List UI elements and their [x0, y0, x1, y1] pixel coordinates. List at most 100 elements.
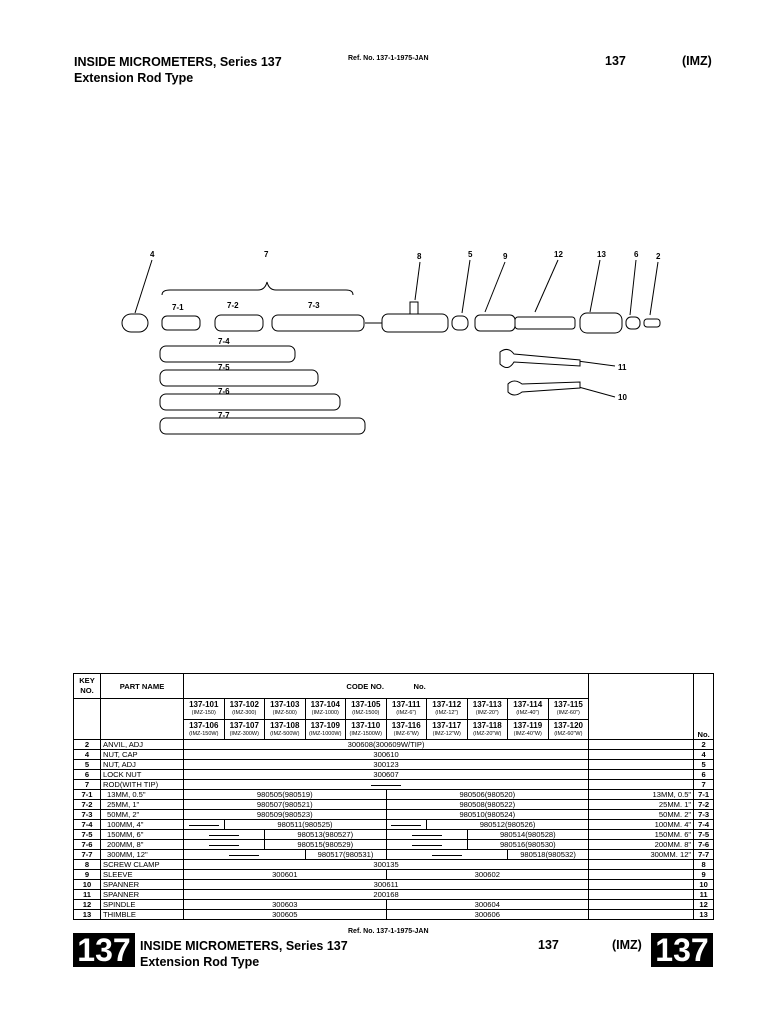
code-cell: 137-108(IMZ-500W) — [264, 718, 306, 740]
part-name-header: PART NAME — [100, 673, 184, 699]
label-5: 5 — [468, 250, 473, 259]
code-cell: 137-102(IMZ-300) — [223, 698, 265, 720]
code-no-label: CODE NO. — [346, 681, 384, 691]
footer-series-number: 137 — [538, 938, 559, 952]
rod-7-2-part — [214, 314, 264, 332]
parts-table: KEY NO. PART NAME CODE NO. No. No. 137-1… — [73, 673, 715, 920]
label-6: 6 — [634, 250, 639, 259]
code-cell: 137-109(IMZ-1000W) — [304, 718, 346, 740]
rod-7-5-part — [159, 369, 319, 387]
code-cell: 137-101(IMZ-150) — [183, 698, 225, 720]
code-cell: 137-110(IMZ-1500W) — [345, 718, 387, 740]
lock-nut-part — [625, 316, 641, 330]
code-row-1: 137-101(IMZ-150) 137-102(IMZ-300) 137-10… — [73, 698, 714, 740]
screw-clamp-part — [409, 301, 419, 315]
footer-title: INSIDE MICROMETERS, Series 137 — [140, 939, 348, 953]
label-11: 11 — [618, 363, 627, 372]
code-cell: 137-119(IMZ-40"W) — [507, 718, 549, 740]
label-7-3: 7-3 — [308, 301, 320, 310]
reference-number: Ref. No. 137-1-1975-JAN — [348, 55, 429, 62]
code-cell: 137-116(IMZ-6"W) — [385, 718, 427, 740]
label-7-2: 7-2 — [227, 301, 239, 310]
label-4: 4 — [150, 250, 155, 259]
spanner-10-part — [507, 380, 581, 396]
code-cell: 137-107(IMZ-300W) — [223, 718, 265, 740]
code-cell: 137-118(IMZ-20"W) — [466, 718, 508, 740]
page-subtitle: Extension Rod Type — [74, 71, 194, 85]
label-8: 8 — [417, 252, 422, 261]
footer-reference-number: Ref. No. 137-1-1975-JAN — [348, 928, 429, 935]
code-cell: 137-111(IMZ-6") — [385, 698, 427, 720]
code-cell: 137-113(IMZ-20") — [466, 698, 508, 720]
label-7-5: 7-5 — [218, 363, 230, 372]
spindle-part — [514, 316, 576, 330]
code-cell: 137-115(IMZ-60") — [547, 698, 590, 720]
label-7-6: 7-6 — [218, 387, 230, 396]
code-cell: 137-120(IMZ-60"W) — [547, 718, 590, 740]
spanner-11-part — [499, 348, 581, 368]
series-number: 137 — [605, 54, 626, 68]
code-no-sub-label: No. — [413, 681, 426, 691]
head-body-part — [381, 313, 449, 333]
label-7-4: 7-4 — [218, 337, 230, 346]
footer-series-badge-right: 137 — [651, 933, 713, 967]
key-no-header: KEY NO. — [73, 673, 101, 699]
code-cell: 137-103(IMZ-500) — [264, 698, 306, 720]
rod-7-6-part — [159, 393, 341, 411]
label-7-1: 7-1 — [172, 303, 184, 312]
label-12: 12 — [554, 250, 563, 259]
cap-nut-part — [121, 313, 149, 333]
no-header: No. — [693, 673, 715, 740]
group-brace — [161, 281, 354, 296]
code-cell: 137-106(IMZ-150W) — [183, 718, 225, 740]
footer-series-badge-left: 137 — [73, 933, 135, 967]
rod-7-1-part — [161, 315, 201, 331]
label-7-7: 7-7 — [218, 411, 230, 420]
label-10: 10 — [618, 393, 627, 402]
footer-model-code: (IMZ) — [612, 938, 642, 952]
footer-title-block: INSIDE MICROMETERS, Series 137 Extension… — [140, 938, 348, 970]
page-title-block: INSIDE MICROMETERS, Series 137 Extension… — [74, 54, 282, 86]
code-cell: 137-112(IMZ-12") — [426, 698, 468, 720]
label-9: 9 — [503, 252, 508, 261]
diagram-labels: 4 7 8 5 9 12 13 6 2 7-1 7-2 7-3 7-4 7-5 … — [150, 250, 661, 420]
code-cell: 137-117(IMZ-12"W) — [426, 718, 468, 740]
rod-7-3-part — [271, 314, 365, 332]
rod-7-7-part — [159, 417, 366, 435]
anvil-part — [643, 318, 661, 328]
code-no-header: CODE NO. No. — [182, 673, 590, 699]
thimble-part — [579, 312, 623, 334]
page-title: INSIDE MICROMETERS, Series 137 — [74, 55, 282, 69]
adj-nut-part — [451, 315, 469, 331]
rod-7-4-part — [159, 345, 296, 363]
model-code: (IMZ) — [682, 54, 712, 68]
label-2: 2 — [656, 252, 661, 261]
no-part-dash — [371, 784, 402, 786]
code-cell: 137-105(IMZ-1500) — [345, 698, 387, 720]
footer-subtitle: Extension Rod Type — [140, 955, 260, 969]
code-cell: 137-114(IMZ-40") — [507, 698, 549, 720]
code-cell: 137-104(IMZ-1000) — [304, 698, 346, 720]
sleeve-part — [474, 314, 516, 332]
size-column-header — [588, 673, 695, 740]
exploded-parts-diagram: 4 7 8 5 9 12 13 6 2 7-1 7-2 7-3 7-4 7-5 … — [121, 250, 661, 435]
label-13: 13 — [597, 250, 606, 259]
label-7: 7 — [264, 250, 269, 259]
